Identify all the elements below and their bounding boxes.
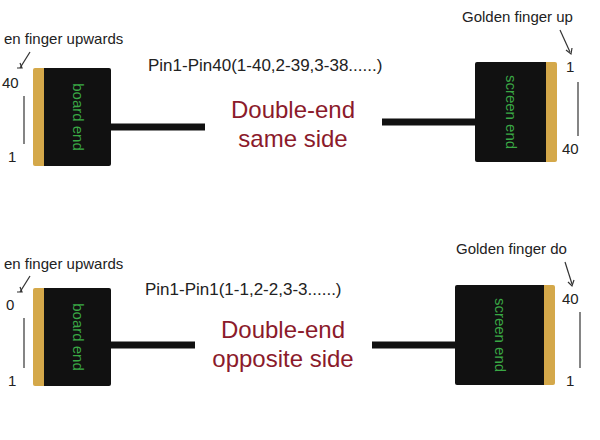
- pin-number: 1: [8, 372, 16, 389]
- connector-housing: screen end: [455, 285, 555, 385]
- pin-number: 1: [8, 148, 16, 165]
- pin-number: 0: [6, 296, 14, 313]
- annotation-text: en finger upwards: [4, 255, 123, 272]
- pin-number: 1: [566, 372, 574, 389]
- leader-line: [560, 30, 570, 52]
- annotation-text: Pin1-Pin40(1-40,2-39,3-38......): [148, 56, 382, 76]
- cable-type-label: Double-end same side: [205, 94, 382, 156]
- arrow-tip: [17, 63, 22, 68]
- arrow-tip: [568, 280, 574, 286]
- pin-number: 40: [2, 74, 19, 91]
- pin-bracket: [579, 312, 580, 368]
- pin-number: 1: [566, 58, 574, 75]
- annotation-text: Golden finger up: [462, 8, 573, 25]
- annotation-text: Pin1-Pin1(1-1,2-2,3-3......): [145, 280, 342, 300]
- pin-number: 40: [562, 290, 579, 307]
- connector-housing: screen end: [475, 62, 557, 162]
- end-label: board end: [70, 303, 85, 371]
- end-label: screen end: [503, 75, 518, 149]
- pin-bracket: [23, 96, 24, 144]
- end-label: screen end: [492, 298, 507, 372]
- connector-housing: board end: [33, 68, 111, 166]
- annotation-text: en finger upwards: [4, 30, 123, 47]
- pin-number: 40: [562, 140, 579, 157]
- annotation-text: Golden finger do: [456, 240, 567, 257]
- leader-line: [565, 262, 572, 284]
- arrow-tip: [17, 287, 22, 292]
- pin-bracket: [577, 82, 578, 136]
- pin-bracket: [23, 318, 24, 368]
- end-label: board end: [70, 83, 85, 151]
- arrow-tip: [566, 48, 572, 54]
- connector-housing: board end: [33, 288, 111, 386]
- cable-type-label: Double-end opposite side: [195, 314, 372, 376]
